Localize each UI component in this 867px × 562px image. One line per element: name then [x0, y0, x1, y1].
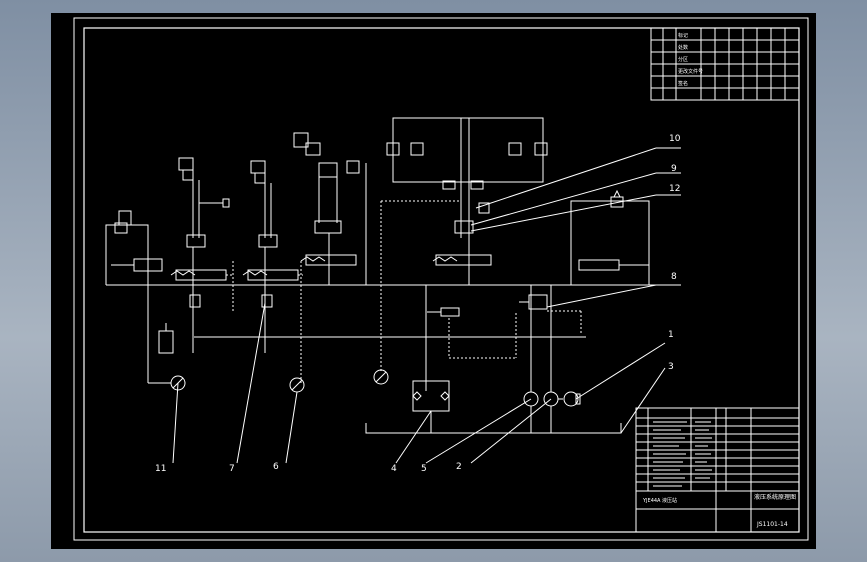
pump-motor-group	[523, 285, 581, 433]
filter-4	[412, 380, 450, 433]
callout-11: 11	[155, 464, 166, 474]
leader-lines	[172, 147, 681, 464]
rev-header-4: 签名	[678, 80, 688, 87]
relief-valve-8	[519, 294, 582, 333]
drawing-number: JS1101-14	[756, 521, 788, 528]
rev-header-0: 标记	[678, 32, 688, 39]
hydraulic-schematic: 标记 处数 分区 更改文件号 签名	[73, 17, 809, 541]
callout-5: 5	[421, 464, 427, 474]
pressure-gauge-6	[289, 377, 305, 393]
throttle-valve	[425, 285, 517, 391]
right-branch-12	[570, 189, 650, 285]
callout-6: 6	[273, 462, 279, 472]
title-block: 液压系统原理图 YJE44A 液压站 JS1101-14	[635, 407, 800, 533]
drawing-title: 液压系统原理图	[754, 493, 796, 501]
central-manifold	[380, 117, 548, 373]
revision-table: 标记 处数 分区 更改文件号 签名	[650, 27, 800, 101]
inner-frame	[83, 27, 800, 533]
callout-10: 10	[669, 134, 681, 144]
outer-frame	[73, 17, 809, 541]
drawing-name-label: YJE44A 液压站	[642, 497, 677, 504]
cad-viewport[interactable]: 标记 处数 分区 更改文件号 签名	[51, 13, 816, 549]
callout-3: 3	[668, 362, 674, 372]
pressure-gauge-mid	[373, 369, 389, 385]
callout-12: 12	[669, 184, 680, 194]
rev-header-1: 处数	[678, 44, 688, 51]
rev-header-2: 分区	[678, 56, 688, 63]
pressure-switch	[158, 330, 174, 354]
pressure-gauge-11	[148, 375, 186, 391]
callout-9: 9	[671, 164, 677, 174]
callout-8: 8	[671, 272, 677, 282]
callout-1: 1	[668, 330, 674, 340]
cylinder-branch-2	[242, 160, 303, 383]
callout-4: 4	[391, 464, 397, 474]
rev-header-3: 更改文件号	[678, 68, 703, 75]
cylinder-branch-3	[293, 132, 367, 285]
cylinder-branch-1	[170, 157, 234, 353]
reservoir	[365, 423, 622, 434]
left-valve-group	[105, 210, 174, 383]
callout-2: 2	[456, 462, 462, 472]
callout-7: 7	[229, 464, 235, 474]
